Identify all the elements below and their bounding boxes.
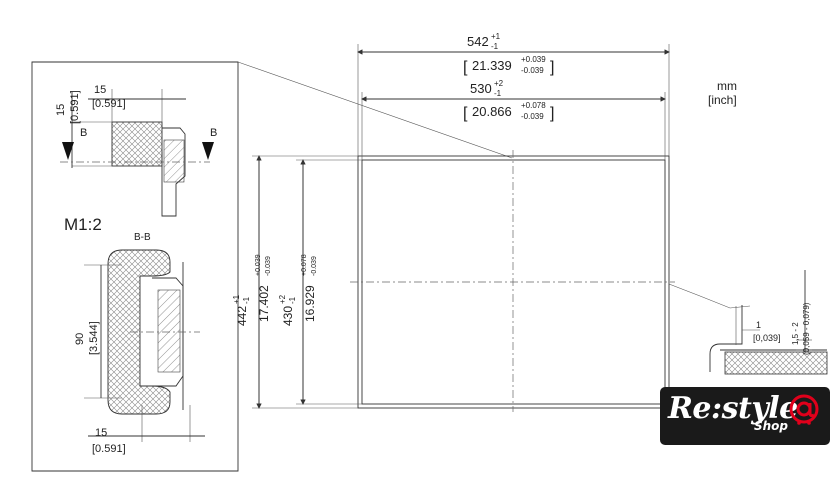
top-inner-mm-tol-plus: +2 bbox=[494, 79, 504, 88]
top-inner-mm: 530 bbox=[470, 81, 492, 96]
side-dimension-lines bbox=[252, 155, 362, 409]
frame-outline bbox=[350, 150, 675, 412]
left-height-in: [0.591] bbox=[69, 90, 81, 124]
side-inner-in-tol-plus: +0.078 bbox=[301, 254, 308, 276]
top-outer-in-tol-plus: +0.039 bbox=[521, 55, 546, 64]
left-height-mm: 15 bbox=[55, 104, 67, 116]
top-outer-in: 21.339 bbox=[472, 58, 512, 73]
edge-gap-mm: 1 bbox=[756, 320, 761, 330]
handle-height-mm: 90 bbox=[74, 333, 86, 345]
side-inner-in-tol-minus: -0.039 bbox=[311, 256, 318, 276]
side-outer-mm-tol-plus: +1 bbox=[232, 294, 241, 304]
top-width-mm: 15 bbox=[94, 84, 106, 96]
side-inner-mm: 430 bbox=[281, 306, 295, 326]
edge-depth-in: (0,059 - 0,079) bbox=[802, 302, 811, 355]
top-outer-mm-tol-plus: +1 bbox=[491, 32, 501, 41]
edge-depth-mm: 1,5 - 2 bbox=[791, 322, 800, 345]
units-inch: [inch] bbox=[708, 93, 737, 107]
units-mm: mm bbox=[717, 79, 737, 93]
side-inner-in: 16.929 bbox=[303, 285, 317, 322]
top-outer-in-bracket-close: ] bbox=[550, 59, 554, 76]
top-outer-in-tol-minus: -0.039 bbox=[521, 66, 544, 75]
top-outer-mm-tol-minus: -1 bbox=[491, 42, 499, 51]
side-outer-in-tol-minus: -0.039 bbox=[265, 256, 272, 276]
detail-panel bbox=[31, 61, 513, 472]
logo-brand-text: Re:style bbox=[668, 391, 798, 426]
top-inner-in-tol-plus: +0.078 bbox=[521, 101, 546, 110]
top-dimension-lines bbox=[357, 44, 670, 160]
restyle-shop-logo: Re:style Shop bbox=[660, 387, 830, 445]
section-label: B-B bbox=[134, 232, 151, 243]
top-outer-mm: 542 bbox=[467, 34, 489, 49]
edge-detail bbox=[668, 270, 828, 375]
side-outer-in: 17.402 bbox=[257, 285, 271, 322]
top-inner-mm-tol-minus: -1 bbox=[494, 89, 502, 98]
side-outer-in-tol-plus: +0.039 bbox=[255, 254, 262, 276]
cut-mark-right: B bbox=[210, 127, 217, 139]
top-outer-in-bracket-open: [ bbox=[463, 59, 468, 76]
side-inner-mm-tol-minus: -1 bbox=[288, 296, 297, 304]
bottom-width-mm: 15 bbox=[95, 427, 107, 439]
logo-sub-text: Shop bbox=[754, 419, 789, 433]
bottom-width-in: [0.591] bbox=[92, 443, 126, 455]
side-outer-mm: 442 bbox=[235, 306, 249, 326]
at-cart-icon bbox=[789, 394, 819, 425]
handle-height-in: [3.544] bbox=[88, 321, 100, 355]
top-inner-in: 20.866 bbox=[472, 104, 512, 119]
cut-mark-left: B bbox=[80, 127, 87, 139]
side-inner-mm-tol-plus: +2 bbox=[278, 294, 287, 304]
detail-scale-label: M1:2 bbox=[64, 215, 102, 234]
top-inner-in-tol-minus: -0.039 bbox=[521, 112, 544, 121]
top-inner-in-bracket-close: ] bbox=[550, 105, 554, 122]
top-inner-in-bracket-open: [ bbox=[463, 105, 468, 122]
top-width-in: [0.591] bbox=[92, 98, 126, 110]
edge-gap-in: [0,039] bbox=[753, 333, 781, 343]
side-outer-mm-tol-minus: -1 bbox=[242, 296, 251, 304]
